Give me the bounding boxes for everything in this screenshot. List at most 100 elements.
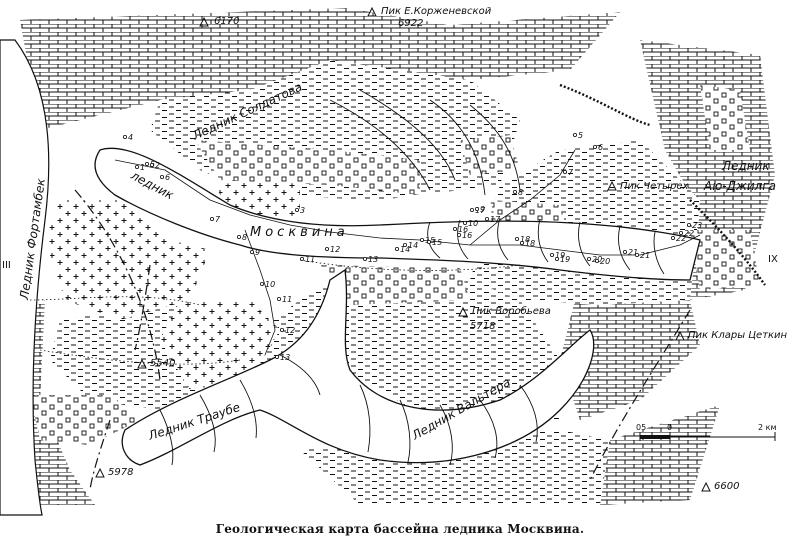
station-dot xyxy=(123,134,128,139)
station-dot xyxy=(419,237,424,242)
faults xyxy=(74,189,691,491)
station-dot xyxy=(515,236,520,241)
station-numbers: 1234567891011121314151617181920212223567… xyxy=(123,131,702,362)
station-dot xyxy=(259,281,264,286)
station-dot xyxy=(573,132,578,137)
conglomerate-zones xyxy=(30,85,760,445)
scale-right-label: 2 км xyxy=(758,423,777,432)
station-dot xyxy=(456,232,461,237)
station-number: 17 xyxy=(475,206,486,215)
scale-bar: 05 0 2 км xyxy=(636,423,777,441)
station-number: 1 xyxy=(140,163,145,172)
station-number: 7 xyxy=(215,215,221,224)
station-dot xyxy=(550,252,555,257)
station-number: 10 xyxy=(468,219,478,228)
roman-right: IX xyxy=(768,254,778,265)
station-number: 11 xyxy=(305,255,315,264)
station-dot xyxy=(294,207,299,212)
station-dot xyxy=(474,206,479,211)
station-dot xyxy=(623,249,628,254)
station-dot xyxy=(144,161,149,166)
station-number: 6 xyxy=(598,143,603,152)
station-dot xyxy=(394,246,399,251)
station-dot xyxy=(513,189,518,194)
station-number: 16 xyxy=(458,225,468,234)
station-dot xyxy=(593,144,598,149)
station-dot xyxy=(276,296,281,301)
station-number: 12 xyxy=(285,326,295,335)
station-number: 8 xyxy=(518,188,523,197)
station-number: 20 xyxy=(600,257,610,266)
station-number: 7 xyxy=(568,168,574,177)
traube-valtera-glacier xyxy=(121,268,595,466)
fortambek-glacier xyxy=(0,39,50,516)
station-number: 9 xyxy=(480,205,485,214)
station-number: 6 xyxy=(165,173,170,182)
station-dot xyxy=(484,216,489,221)
station-number: 22 xyxy=(684,229,694,238)
station-dot xyxy=(249,249,254,254)
station-dot xyxy=(671,235,676,240)
scale-zero-label: 0 xyxy=(667,423,672,432)
station-number: 14 xyxy=(400,245,410,254)
station-number: 9 xyxy=(255,248,260,257)
station-number: 8 xyxy=(242,233,247,242)
station-dot xyxy=(520,240,525,245)
station-number: 14 xyxy=(408,241,418,250)
peak-6600: 6600 xyxy=(714,481,739,492)
station-number: 21 xyxy=(628,248,638,257)
station-number: 4 xyxy=(128,133,133,142)
roman-left: III xyxy=(2,260,11,271)
station-number: 16 xyxy=(462,231,472,240)
station-number: 17 xyxy=(490,215,501,224)
station-dot xyxy=(469,207,474,212)
station-dot xyxy=(452,226,457,231)
station-dot xyxy=(134,164,139,169)
station-dot xyxy=(274,354,279,359)
peak-vorobyova: Пик Воробьева xyxy=(472,305,551,317)
station-dot xyxy=(587,256,592,261)
station-dot xyxy=(679,230,684,235)
peak-klary-tsetkin: Пик Клары Цеткин xyxy=(688,330,788,341)
station-dot xyxy=(159,174,164,179)
station-number: 21 xyxy=(640,251,650,260)
geologic-map: 6170 Пик Е.Корженевской 6922 Пик Четырех… xyxy=(0,6,788,516)
station-number: 19 xyxy=(560,255,570,264)
label-moskvina-2: Москвина xyxy=(250,225,349,240)
station-dot xyxy=(426,239,431,244)
label-au-dzhilga-1: Ледник xyxy=(721,159,770,173)
scale-left-label: 05 xyxy=(636,423,646,432)
peak-5978: 5978 xyxy=(108,467,133,478)
moskvina-glacier xyxy=(94,147,701,281)
traube-crevasses xyxy=(159,354,538,466)
station-dot xyxy=(149,162,154,167)
label-au-dzhilga-2: Аю-Джилга xyxy=(703,179,776,193)
ridges xyxy=(559,83,766,286)
peak-markers xyxy=(95,6,711,492)
station-number: 15 xyxy=(432,238,442,247)
station-dot xyxy=(595,258,600,263)
peak-chetyrekh: Пик Четырех xyxy=(620,181,688,192)
station-dot xyxy=(362,256,367,261)
station-dot xyxy=(324,246,329,251)
peak-6170: 6170 xyxy=(214,16,239,27)
peak-5540: 5540 xyxy=(150,358,175,369)
moraine-lines xyxy=(29,259,521,365)
station-dot xyxy=(279,327,284,332)
station-number: 19 xyxy=(555,251,565,260)
station-number: 11 xyxy=(282,295,292,304)
peak-korzhenevskoy: Пик Е.Корженевской xyxy=(381,6,492,17)
peak-korzhenevskoy-height: 6922 xyxy=(398,18,423,29)
station-dot xyxy=(209,216,214,221)
map-caption: Геологическая карта бассейна ледника Мос… xyxy=(215,522,585,536)
station-number: 5 xyxy=(150,160,155,169)
station-dot xyxy=(299,256,304,261)
station-number: 13 xyxy=(368,255,378,264)
station-number: 3 xyxy=(300,206,305,215)
station-number: 18 xyxy=(520,235,530,244)
station-dot xyxy=(635,252,640,257)
station-dot xyxy=(236,234,241,239)
station-dot xyxy=(402,242,407,247)
station-number: 10 xyxy=(265,280,275,289)
granite-zones xyxy=(45,175,300,390)
